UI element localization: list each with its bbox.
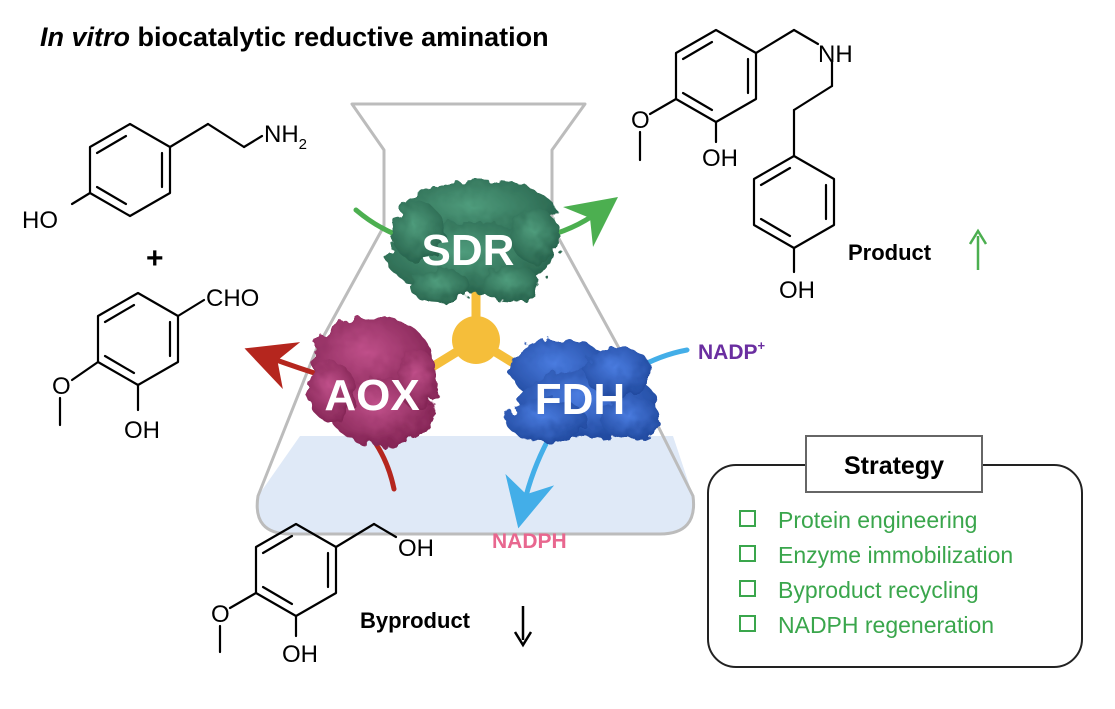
enzyme-aox: AOX: [308, 316, 438, 446]
byproduct-ether-oxygen: O: [211, 601, 230, 628]
nadph-out-arrow: [505, 437, 555, 529]
enzyme-sdr: SDR: [386, 180, 559, 304]
byproduct-ring-hydroxyl: OH: [282, 641, 318, 668]
enzyme-sdr-label: SDR: [422, 226, 515, 275]
product-hydroxyl-top: OH: [702, 145, 738, 172]
product-ether-oxygen: O: [631, 107, 650, 134]
checkbox-icon: [739, 510, 756, 527]
enzyme-aox-label: AOX: [324, 371, 419, 420]
enzyme-fdh: FDH: [506, 338, 660, 442]
aldehyde-group-label: CHO: [206, 285, 259, 312]
reactant-amine-structure: NH2 HO: [22, 121, 307, 234]
checkbox-icon: [739, 615, 756, 632]
strategy-item-label: Protein engineering: [778, 507, 977, 533]
byproduct-side-hydroxyl: OH: [398, 535, 434, 562]
checkbox-icon: [739, 580, 756, 597]
byproduct-label: Byproduct: [360, 608, 471, 633]
product-hydroxyl-bottom: OH: [779, 277, 815, 304]
product-label: Product: [848, 240, 932, 265]
plus-sign: +: [146, 242, 164, 275]
product-increase-arrow-icon: [968, 228, 988, 270]
strategy-item-label: NADPH regeneration: [778, 612, 994, 638]
page-title: In vitro biocatalytic reductive aminatio…: [40, 22, 549, 52]
strategy-item: Protein engineering: [739, 507, 977, 533]
cofactor-nadph: NADPH: [492, 530, 567, 553]
strategy-item: Enzyme immobilization: [739, 542, 1013, 568]
aldehyde-hydroxyl-label: OH: [124, 417, 160, 444]
strategy-title: Strategy: [844, 452, 944, 480]
enzyme-fdh-label: FDH: [535, 375, 625, 424]
aldehyde-ether-oxygen: O: [52, 373, 71, 400]
amine-hydroxyl-label: HO: [22, 207, 58, 234]
product-amine-label: NH: [818, 41, 853, 68]
amine-group-label: NH2: [264, 121, 307, 153]
strategy-item-label: Byproduct recycling: [778, 577, 979, 603]
product-structure: NH OH OH O: [631, 28, 853, 304]
flask-liquid: [257, 436, 694, 534]
strategy-item-label: Enzyme immobilization: [778, 542, 1013, 568]
cofactor-nadp: NADP+: [698, 338, 766, 364]
strategy-item: Byproduct recycling: [739, 577, 979, 603]
reactant-aldehyde-structure: CHO OH O: [52, 285, 259, 444]
checkbox-icon: [739, 545, 756, 562]
byproduct-structure: OH OH O: [211, 522, 434, 668]
byproduct-decrease-arrow-icon: [513, 606, 533, 648]
strategy-item: NADPH regeneration: [739, 612, 994, 638]
